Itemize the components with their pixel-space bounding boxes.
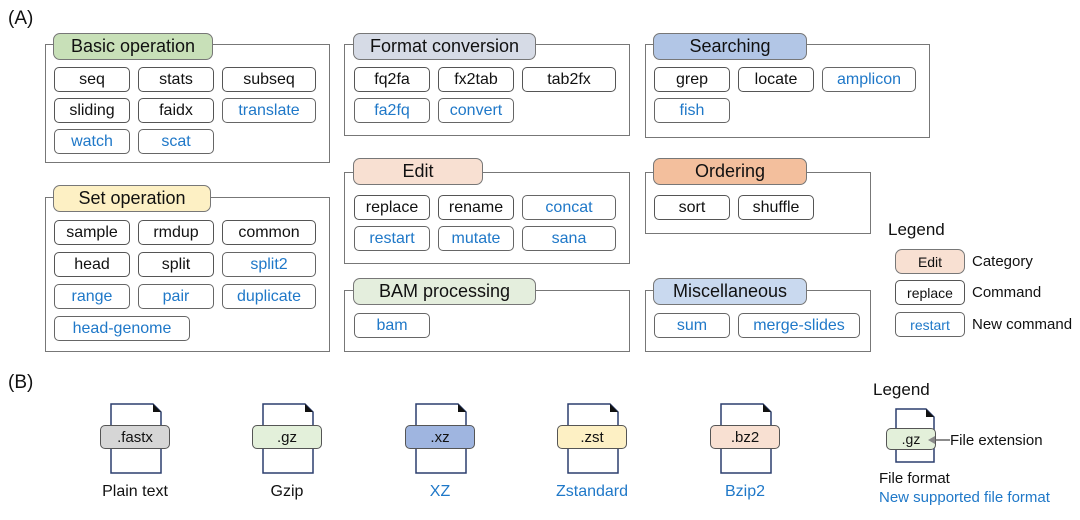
command-merge-slides: merge-slides <box>738 313 860 338</box>
command-split2: split2 <box>222 252 316 277</box>
legend-a-title: Legend <box>888 220 945 239</box>
command-scat: scat <box>138 129 214 154</box>
command-head-genome: head-genome <box>54 316 190 341</box>
legend-new-format-label: New supported file format <box>879 489 1050 506</box>
legend-new-command-sample: restart <box>895 312 965 337</box>
legend-b-sample-ext: .gz <box>886 428 936 450</box>
command-sum: sum <box>654 313 730 338</box>
file-extension-badge: .zst <box>557 425 627 449</box>
command-fish: fish <box>654 98 730 123</box>
command-sana: sana <box>522 226 616 251</box>
panel-a-label: (A) <box>8 8 34 29</box>
command-shuffle: shuffle <box>738 195 814 220</box>
command-fq2fa: fq2fa <box>354 67 430 92</box>
command-faidx: faidx <box>138 98 214 123</box>
command-duplicate: duplicate <box>222 284 316 309</box>
file-extension-badge: .fastx <box>100 425 170 449</box>
command-convert: convert <box>438 98 514 123</box>
legend-b-arrow <box>928 436 950 444</box>
legend-file-extension-label: File extension <box>950 432 1043 449</box>
command-replace: replace <box>354 195 430 220</box>
command-pair: pair <box>138 284 214 309</box>
category-bam-processing: BAM processing <box>353 278 536 305</box>
command-stats: stats <box>138 67 214 92</box>
command-head: head <box>54 252 130 277</box>
legend-file-format-label: File format <box>879 470 950 487</box>
category-edit: Edit <box>353 158 483 185</box>
command-tab2fx: tab2fx <box>522 67 616 92</box>
command-sample: sample <box>54 220 130 245</box>
command-translate: translate <box>222 98 316 123</box>
command-subseq: subseq <box>222 67 316 92</box>
file-format-name: Zstandard <box>555 483 629 500</box>
category-ordering: Ordering <box>653 158 807 185</box>
category-basic-operation: Basic operation <box>53 33 213 60</box>
command-range: range <box>54 284 130 309</box>
command-mutate: mutate <box>438 226 514 251</box>
category-miscellaneous: Miscellaneous <box>653 278 807 305</box>
file-extension-badge: .xz <box>405 425 475 449</box>
command-watch: watch <box>54 129 130 154</box>
command-rmdup: rmdup <box>138 220 214 245</box>
panel-b-label: (B) <box>8 372 34 393</box>
legend-category-sample: Edit <box>895 249 965 274</box>
command-rename: rename <box>438 195 514 220</box>
category-set-operation: Set operation <box>53 185 211 212</box>
command-common: common <box>222 220 316 245</box>
file-format-name: Bzip2 <box>724 483 766 500</box>
legend-command-sample: replace <box>895 280 965 305</box>
legend-command-label: Command <box>972 284 1042 301</box>
command-concat: concat <box>522 195 616 220</box>
command-seq: seq <box>54 67 130 92</box>
file-format-name: Gzip <box>270 483 304 500</box>
legend-b-title: Legend <box>873 380 930 399</box>
command-fx2tab: fx2tab <box>438 67 514 92</box>
command-amplicon: amplicon <box>822 67 916 92</box>
file-format-name: Plain text <box>102 483 168 500</box>
command-restart: restart <box>354 226 430 251</box>
command-grep: grep <box>654 67 730 92</box>
file-extension-badge: .bz2 <box>710 425 780 449</box>
legend-new-command-label: New command <box>972 316 1073 333</box>
category-searching: Searching <box>653 33 807 60</box>
command-sort: sort <box>654 195 730 220</box>
command-fa2fq: fa2fq <box>354 98 430 123</box>
command-bam: bam <box>354 313 430 338</box>
command-split: split <box>138 252 214 277</box>
legend-category-label: Category <box>972 253 1033 270</box>
command-locate: locate <box>738 67 814 92</box>
command-sliding: sliding <box>54 98 130 123</box>
category-format-conversion: Format conversion <box>353 33 536 60</box>
file-extension-badge: .gz <box>252 425 322 449</box>
file-format-name: XZ <box>429 483 451 500</box>
